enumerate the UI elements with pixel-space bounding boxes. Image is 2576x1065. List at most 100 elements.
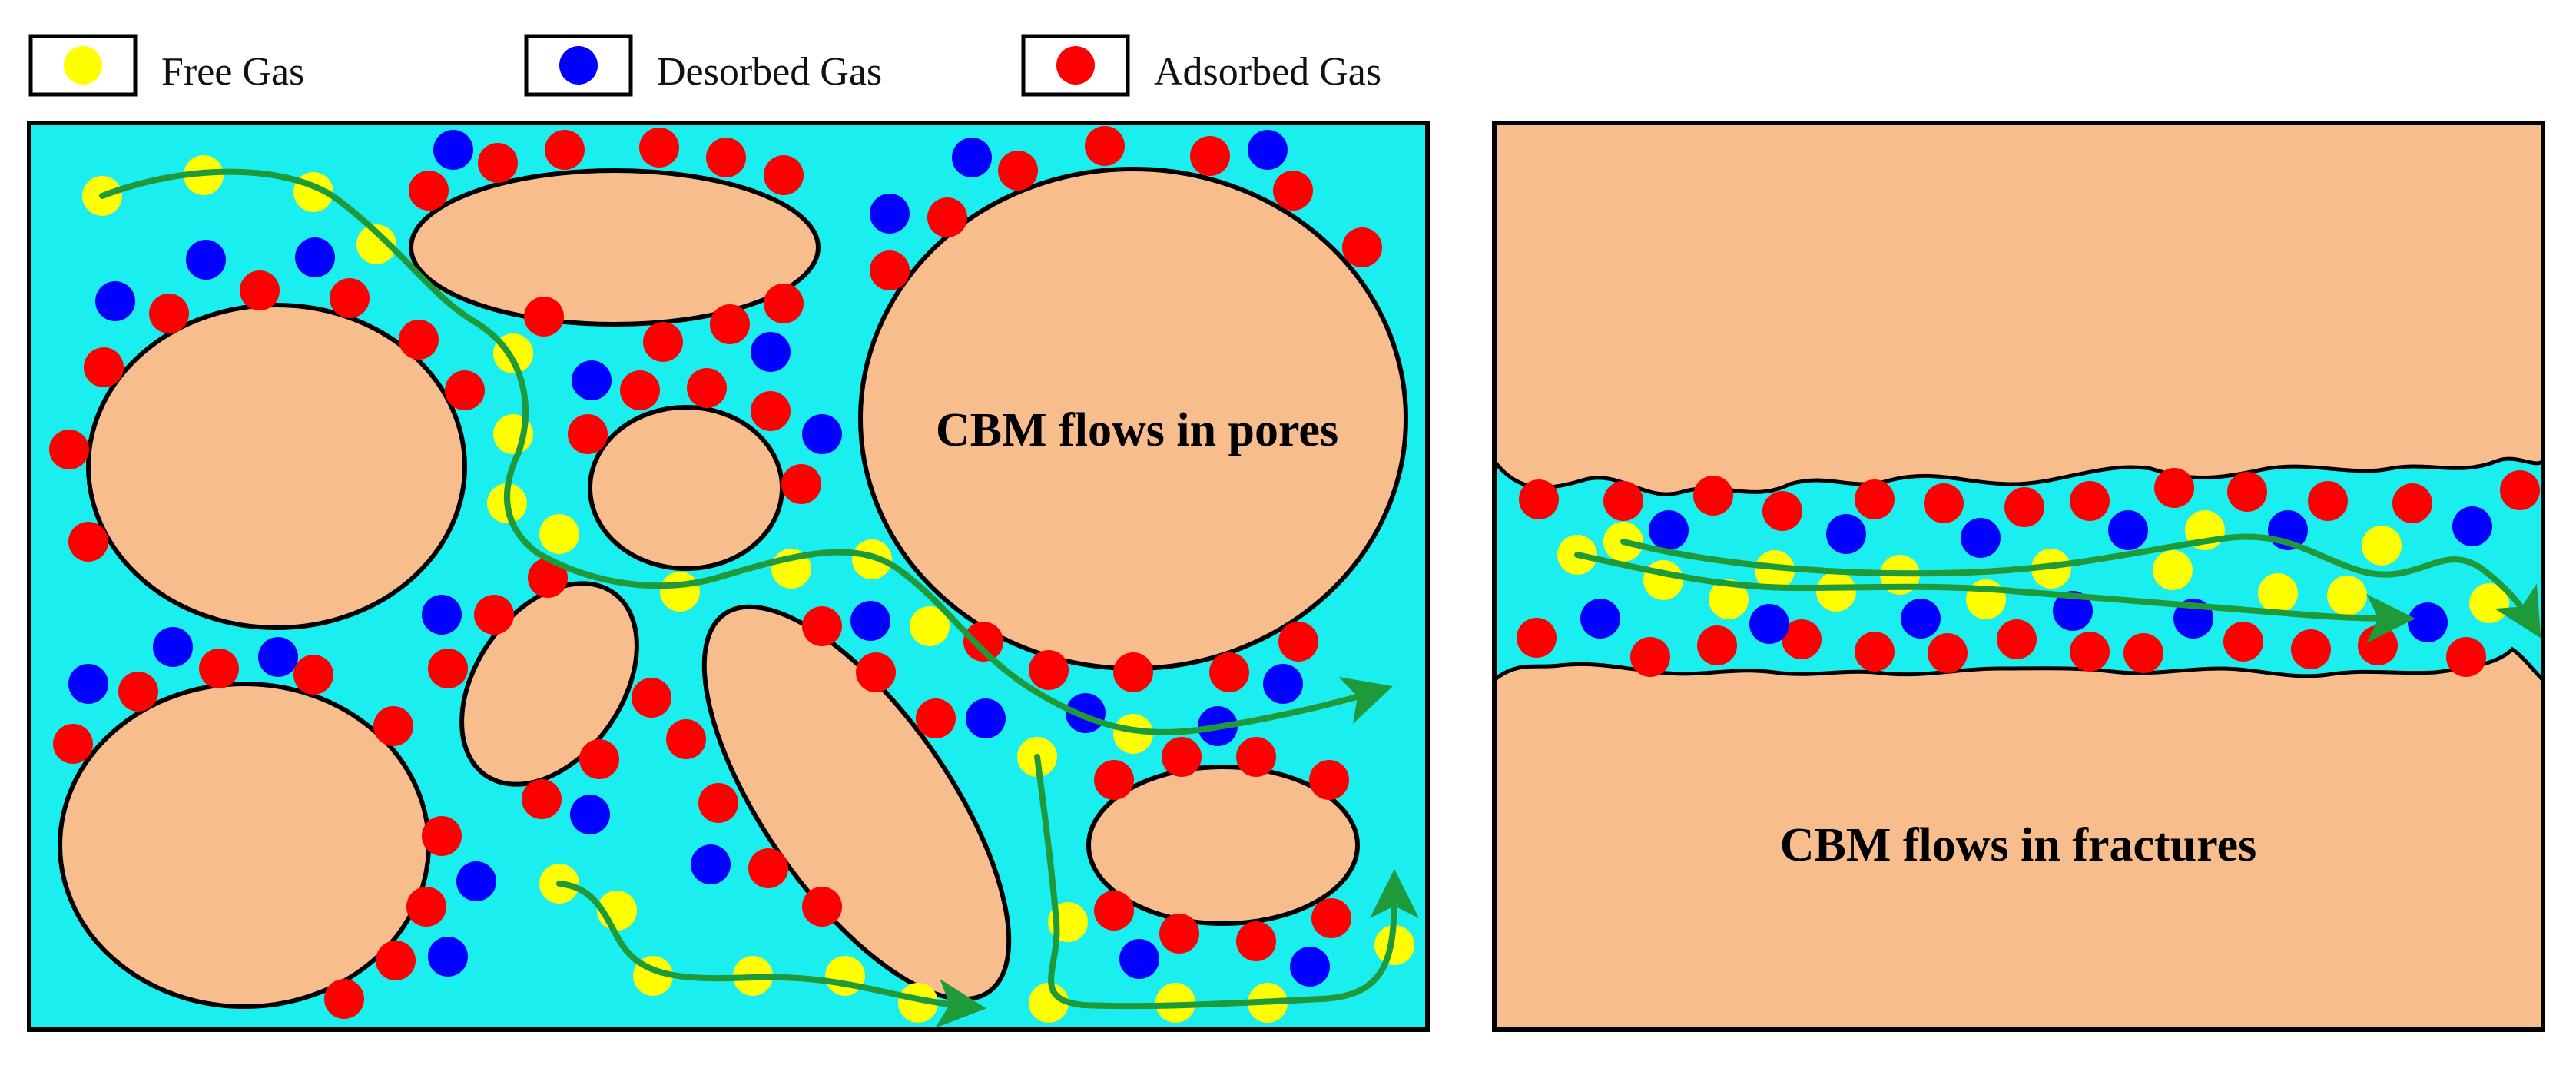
- desorbed-gas-molecule: [751, 332, 791, 372]
- legend-item-adsorbed-gas: Adsorbed Gas: [1021, 34, 1381, 97]
- adsorbed-gas-molecule: [666, 719, 706, 759]
- adsorbed-gas-molecule: [1162, 737, 1202, 777]
- coal-grain: [459, 581, 639, 787]
- free-gas-molecule: [1029, 983, 1069, 1023]
- adsorbed-gas-molecule: [2308, 481, 2348, 521]
- desorbed-gas-molecule: [295, 237, 335, 277]
- adsorbed-gas-molecule: [1855, 632, 1895, 672]
- desorbed-gas-molecule: [570, 795, 610, 834]
- adsorbed-gas-molecule: [748, 848, 788, 888]
- flow-path-arrow: [1034, 754, 1419, 1010]
- adsorbed-gas-molecule: [376, 941, 416, 980]
- adsorbed-gas-molecule: [2070, 481, 2110, 521]
- adsorbed-gas-molecule: [1236, 737, 1276, 777]
- adsorbed-gas-molecule: [2154, 468, 2194, 508]
- adsorbed-gas-molecule: [568, 414, 608, 454]
- desorbed-gas-molecule: [1290, 947, 1330, 987]
- adsorbed-gas-molecule: [1094, 891, 1134, 931]
- adsorbed-gas-molecule: [1209, 652, 1249, 692]
- adsorbed-gas-molecule: [1309, 760, 1349, 800]
- coal-grain: [409, 168, 821, 327]
- adsorbed-gas-molecule: [764, 284, 804, 323]
- adsorbed-gas-molecule: [1519, 479, 1559, 519]
- desorbed-gas-molecule: [966, 698, 1006, 738]
- adsorbed-gas-molecule: [1273, 171, 1313, 211]
- adsorbed-gas-molecule: [68, 522, 108, 562]
- adsorbed-gas-molecule: [1029, 650, 1069, 690]
- coal-grain: [1086, 765, 1360, 926]
- adsorbed-gas-molecule: [916, 698, 956, 738]
- desorbed-gas-molecule: [2053, 591, 2093, 631]
- adsorbed-gas-molecule: [687, 368, 727, 408]
- adsorbed-gas-molecule: [49, 430, 89, 469]
- adsorbed-gas-molecule: [856, 652, 896, 692]
- adsorbed-gas-molecule: [409, 171, 449, 211]
- pores-panel: CBM flows in pores: [27, 121, 1430, 1032]
- adsorbed-gas-molecule: [524, 297, 564, 337]
- adsorbed-gas-molecule: [399, 320, 439, 360]
- adsorbed-gas-molecule: [445, 370, 485, 410]
- desorbed-gas-molecule: [952, 138, 992, 178]
- desorbed-gas-molecule: [1580, 599, 1620, 639]
- adsorbed-gas-molecule: [330, 278, 370, 318]
- adsorbed-gas-molecule: [240, 270, 280, 310]
- adsorbed-gas-molecule: [963, 622, 1003, 662]
- adsorbed-gas-molecule: [1924, 483, 1964, 523]
- adsorbed-gas-molecule: [1782, 619, 1822, 659]
- desorbed-gas-molecule: [456, 861, 496, 901]
- free-gas-molecule: [2327, 576, 2367, 615]
- desorbed-gas-molecule: [1119, 939, 1159, 979]
- free-gas-molecule: [356, 224, 396, 264]
- free-gas-molecule: [825, 956, 865, 996]
- fractures-panel: CBM flows in fractures: [1492, 121, 2545, 1032]
- adsorbed-gas-molecule: [1517, 618, 1557, 658]
- adsorbed-gas-molecule: [1697, 625, 1737, 665]
- free-gas-molecule: [1755, 550, 1795, 590]
- desorbed-gas-molecule: [95, 281, 135, 321]
- desorbed-gas-molecule: [1826, 514, 1866, 554]
- adsorbed-gas-molecule: [2227, 472, 2267, 512]
- coal-grain: [86, 303, 467, 630]
- pore-flow-paths: [99, 168, 1419, 1028]
- adsorbed-gas-molecule: [2500, 470, 2540, 510]
- adsorbed-gas-molecule: [53, 724, 93, 764]
- adsorbed-gas-molecule: [1997, 619, 2037, 659]
- adsorbed-gas-molecule: [1113, 652, 1153, 692]
- adsorbed-gas-molecule: [428, 649, 468, 688]
- adsorbed-gas-molecule: [1762, 491, 1802, 531]
- adsorbed-gas-molecule: [579, 739, 619, 779]
- legend-label: Free Gas: [161, 50, 304, 94]
- adsorbed-gas-molecule: [998, 151, 1038, 191]
- flow-path-arrow: [1574, 552, 2415, 643]
- desorbed-gas-molecule: [2452, 506, 2492, 546]
- desorbed-gas-molecule: [1749, 604, 1789, 644]
- desorbed-gas-molecule: [691, 844, 731, 884]
- desorbed-gas-molecule: [2108, 510, 2148, 550]
- legend-item-desorbed-gas: Desorbed Gas: [524, 34, 882, 97]
- desorbed-gas-molecule: [1263, 664, 1303, 704]
- adsorbed-gas-molecule: [632, 678, 671, 718]
- adsorbed-gas-molecule: [870, 250, 910, 290]
- pores-panel-title: CBM flows in pores: [936, 404, 1338, 456]
- free-gas-molecule: [898, 983, 938, 1023]
- flow-path-arrow: [99, 168, 1393, 735]
- adsorbed-gas-molecule: [1085, 126, 1125, 166]
- free-gas-molecule: [1816, 572, 1856, 612]
- adsorbed-gas-molecule: [2446, 637, 2486, 677]
- adsorbed-gas-molecule: [643, 322, 683, 362]
- adsorbed-gas-molecule: [118, 672, 158, 712]
- desorbed-gas-molecule: [850, 601, 890, 641]
- adsorbed-gas-molecule: [528, 558, 568, 598]
- free-gas-molecule: [1709, 579, 1749, 619]
- adsorbed-gas-molecule: [2223, 622, 2263, 662]
- desorbed-gas-molecule: [2408, 602, 2448, 642]
- desorbed-gas-molecule: [433, 130, 473, 170]
- adsorbed-gas-molecule: [545, 130, 585, 170]
- adsorbed-gas-molecule: [751, 391, 791, 431]
- adsorbed-gas-molecule: [1603, 481, 1643, 521]
- adsorbed-gas-molecule: [474, 595, 514, 635]
- free-gas-molecule: [1374, 925, 1414, 965]
- adsorbed-gas-swatch: [1056, 46, 1095, 85]
- adsorbed-gas-molecule: [149, 294, 189, 333]
